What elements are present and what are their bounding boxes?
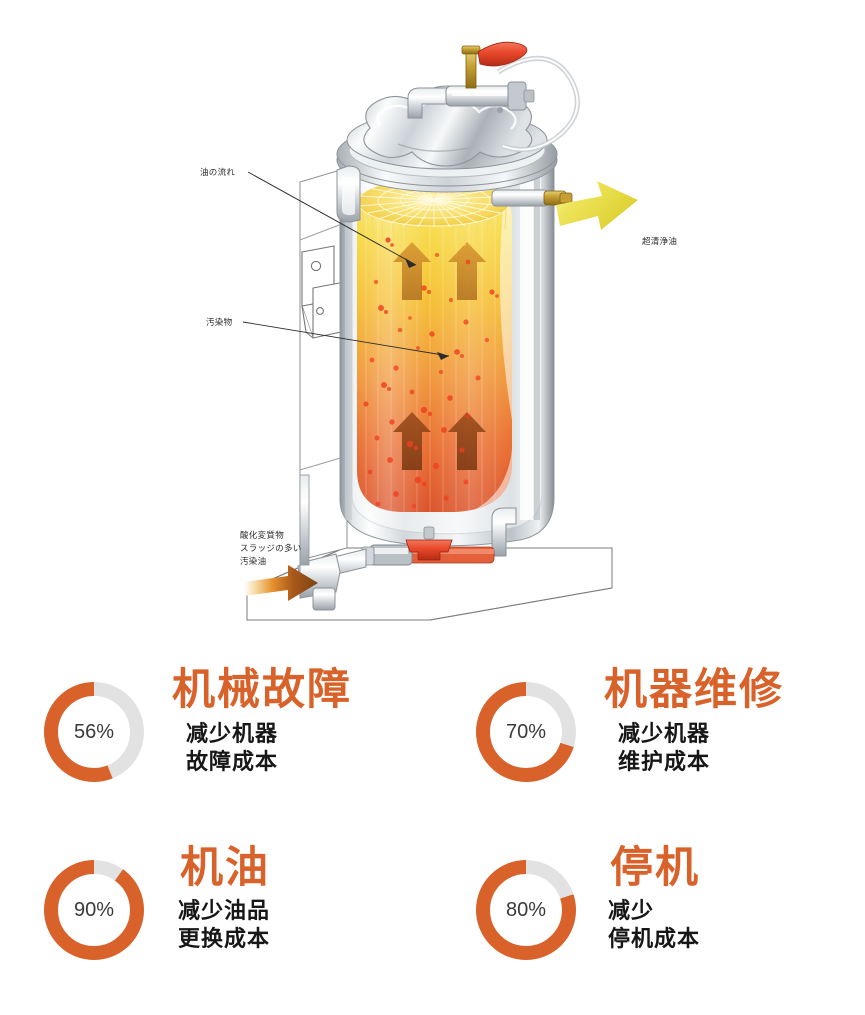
label-dirty-oil-line1: 酸化変質物 [240,530,284,541]
stat-card-downtime: 80% 停机 减少 停机成本 [432,830,864,1010]
drain-valve-handle [405,526,453,561]
tank-lid [346,85,548,170]
donut-chart-engine-oil: 90% [38,854,150,966]
tank-side-handle [336,165,361,223]
stat-description: 减少机器 故障成本 [186,720,279,775]
donut-percent-label: 70% [505,720,547,743]
benefits-stats-grid: 56% 机械故障 减少机器 故障成本 70% 机器维修 减少机器 维护成本 [0,640,865,1015]
dirty-oil-arrow [244,565,318,601]
stat-text-block: 机油 减少油品 更换成本 [172,846,270,953]
donut-percent-label: 80% [505,898,547,921]
leader-lines [242,171,450,357]
stat-description: 减少机器 维护成本 [618,720,711,775]
stat-title: 机油 [180,843,270,893]
stat-text-block: 停机 减少 停机成本 [604,846,700,953]
donut-percent-label: 90% [73,898,115,921]
flow-arrow-upper [393,242,486,300]
label-contaminants: 汚染物 [206,317,233,328]
label-clean-oil-out: 超清浄油 [642,236,677,247]
stat-card-machine-maintenance: 70% 机器维修 减少机器 维护成本 [432,652,864,832]
stat-card-mechanical-failure: 56% 机械故障 减少机器 故障成本 [0,652,432,832]
vent-tube [496,56,580,153]
donut-chart-mechanical-failure: 56% [38,676,150,788]
label-oil-flow: 油の流れ [200,167,235,178]
stat-title: 机械故障 [172,665,352,715]
stat-title: 停机 [610,843,700,893]
donut-chart-downtime: 80% [470,854,582,966]
stat-card-engine-oil: 90% 机油 减少油品 更换成本 [0,830,432,1010]
oil-column [357,193,512,512]
stat-description: 减少 停机成本 [608,897,701,952]
donut-percent-label: 56% [73,720,115,743]
leader-arrowheads [405,258,449,360]
flow-arrow-lower [393,412,486,470]
clean-oil-arrow [556,181,638,230]
bottom-piping [297,474,517,611]
donut-chart-machine-maintenance: 70% [470,676,582,788]
stat-text-block: 机器维修 减少机器 维护成本 [604,668,784,776]
top-valve-assembly [407,41,535,119]
label-dirty-oil-line3: 汚染油 [240,556,266,567]
stat-title: 机器维修 [604,665,784,715]
clean-oil-outlet [491,189,573,207]
contaminant-particles [363,237,499,509]
stat-description: 减少油品 更换成本 [178,897,271,952]
oil-purifier-illustration: 油の流れ 汚染物 超清浄油 酸化変質物 スラッジの多い 汚染油 [200,41,677,621]
label-dirty-oil-line2: スラッジの多い [240,543,302,554]
stat-text-block: 机械故障 减少机器 故障成本 [172,668,352,776]
